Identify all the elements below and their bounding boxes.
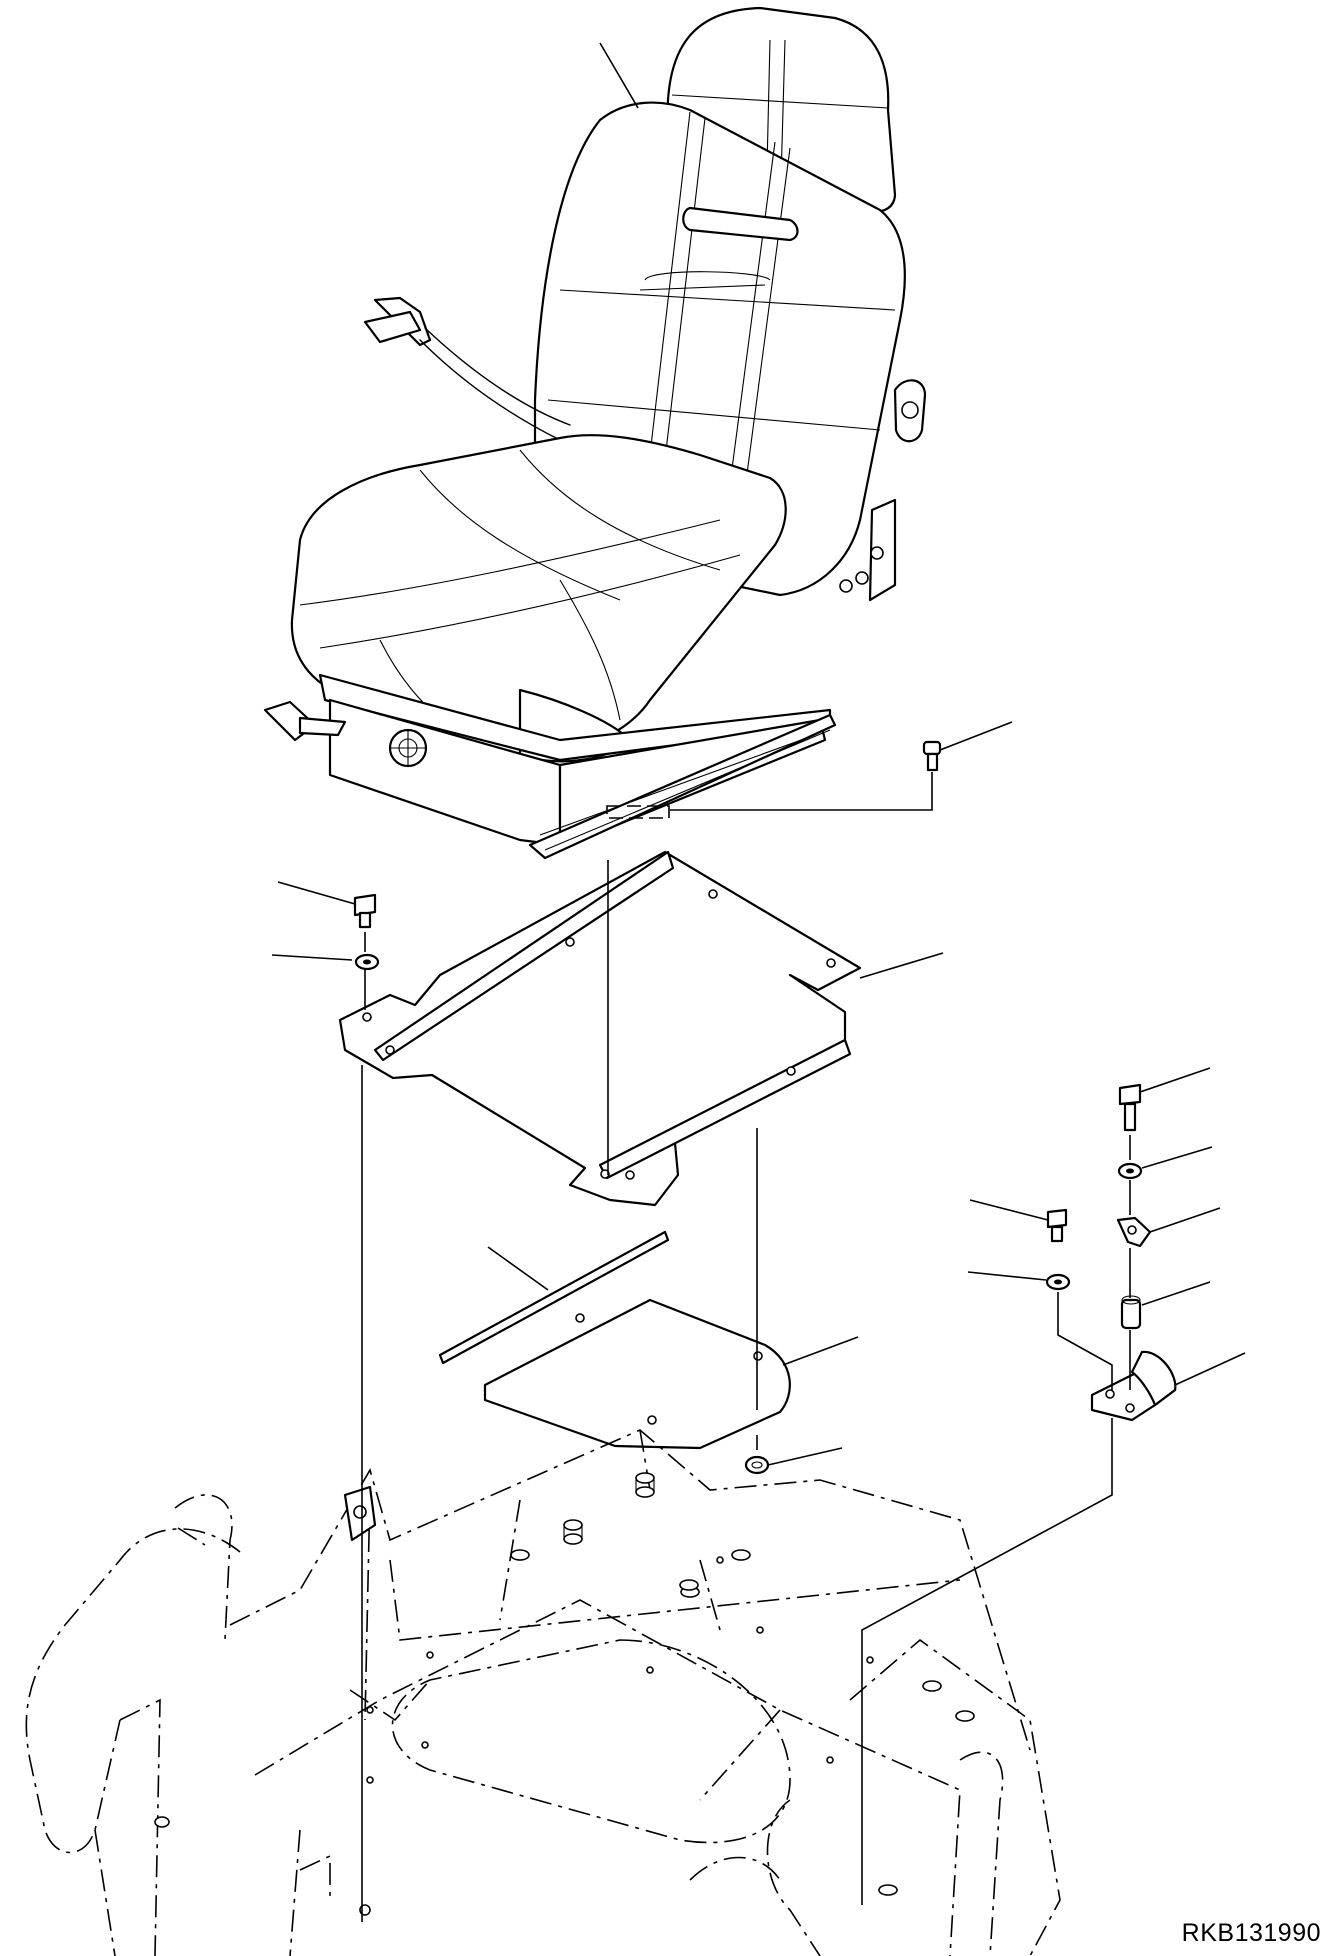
callout-spacer xyxy=(767,1447,843,1466)
callout-stay-bracket xyxy=(1174,1352,1246,1386)
seat-bracket-bolt xyxy=(353,893,377,929)
side-bolt xyxy=(1046,1208,1068,1243)
stay-collar xyxy=(1120,1295,1142,1330)
callout-seat xyxy=(599,42,639,109)
cab-frame xyxy=(25,1429,1061,1956)
stay-bolt xyxy=(1118,1083,1142,1132)
stay-bracket xyxy=(1090,1350,1177,1422)
callout-stay-clip xyxy=(1149,1207,1221,1233)
stay-washer xyxy=(1117,1162,1143,1180)
callout-side-bolt xyxy=(969,1199,1049,1221)
callout-stay-collar xyxy=(1141,1281,1211,1306)
callout-bracket-washer xyxy=(271,954,353,961)
assembly-lines xyxy=(361,772,1131,1922)
seat-screw xyxy=(922,740,942,772)
callout-seat-screw xyxy=(939,721,1013,751)
callout-stay-bolt xyxy=(1139,1067,1211,1093)
callout-pad-plate xyxy=(782,1336,859,1366)
seat-pad-plate xyxy=(483,1298,791,1450)
stay-clip xyxy=(1116,1216,1152,1248)
callout-stay-washer xyxy=(1141,1146,1213,1169)
callout-bracket-bolt xyxy=(277,881,356,905)
side-washer xyxy=(1045,1273,1071,1291)
callout-mounting-bracket xyxy=(859,952,944,979)
callout-rail-strip xyxy=(487,1246,549,1291)
seat-mounting-bracket xyxy=(338,850,862,1207)
seat-rail-strip xyxy=(438,1230,670,1365)
callout-leaders xyxy=(271,42,1246,1466)
operator-seat xyxy=(263,6,927,860)
plate-spacer xyxy=(744,1455,770,1475)
drawing-reference-code: RKB131990 xyxy=(1181,1919,1321,1947)
seat-bracket-washer xyxy=(354,953,380,971)
callout-side-washer xyxy=(967,1271,1047,1281)
